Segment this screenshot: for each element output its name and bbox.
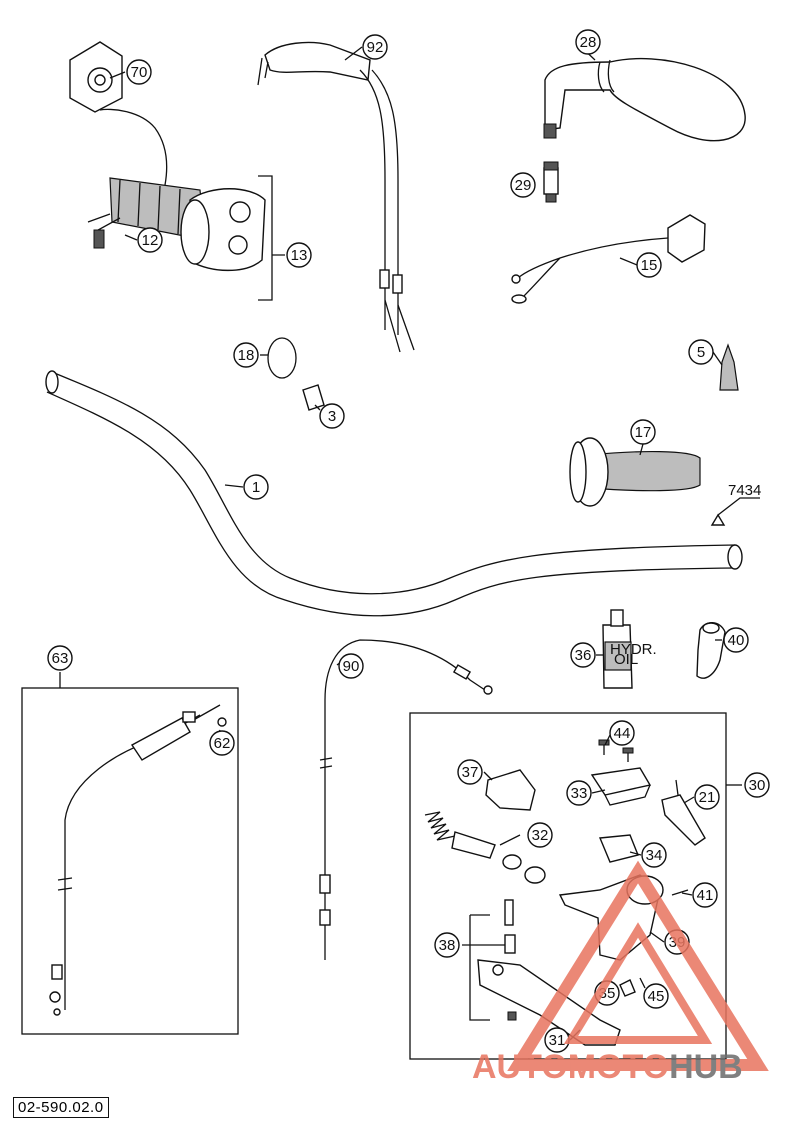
- sleeve: [302, 384, 325, 411]
- callout-21: 21: [694, 784, 720, 810]
- throttle-grip-assembly: [87, 177, 266, 271]
- svg-text:15: 15: [641, 257, 658, 274]
- watermark: AUTOMOTOHUB: [472, 860, 769, 1086]
- svg-text:38: 38: [439, 937, 456, 954]
- handlebar-clamp: [696, 622, 726, 679]
- callout-37: 37: [457, 759, 483, 785]
- callout-15: 15: [636, 252, 662, 278]
- watermark-part1: AUTOMOTO: [472, 1048, 669, 1086]
- svg-text:70: 70: [131, 64, 148, 81]
- callout-34: 34: [641, 842, 667, 868]
- mirror-adapter: [543, 161, 559, 203]
- bottle-label-line2: OIL: [614, 651, 638, 668]
- callout-31: 31: [544, 1027, 570, 1053]
- svg-text:29: 29: [515, 177, 532, 194]
- svg-text:63: 63: [52, 650, 69, 667]
- watermark-text: AUTOMOTOHUB: [472, 1048, 743, 1086]
- callout-45: 45: [643, 983, 669, 1009]
- callout-5: 5: [688, 339, 714, 365]
- svg-text:90: 90: [343, 658, 360, 675]
- svg-text:34: 34: [646, 847, 663, 864]
- hydraulic-oil-bottle: HYDR. OIL: [602, 609, 657, 689]
- svg-text:1: 1: [252, 479, 260, 496]
- svg-text:18: 18: [238, 347, 255, 364]
- callout-30: 30: [744, 772, 770, 798]
- svg-text:17: 17: [635, 424, 652, 441]
- svg-text:36: 36: [575, 647, 592, 664]
- callout-13: 13: [286, 242, 312, 268]
- callout-17: 17: [630, 419, 656, 445]
- svg-text:28: 28: [580, 34, 597, 51]
- callout-70: 70: [126, 59, 152, 85]
- svg-text:37: 37: [462, 764, 479, 781]
- svg-text:62: 62: [214, 735, 231, 752]
- throttle-cables: [257, 41, 415, 353]
- handlebar: [45, 370, 743, 617]
- bottle-label-line1: HYDR.: [610, 641, 657, 658]
- svg-text:31: 31: [549, 1032, 566, 1049]
- callout-92: 92: [362, 34, 388, 60]
- callout-41: 41: [692, 882, 718, 908]
- throttle-sensor: [69, 41, 168, 186]
- tool-code: 7434: [728, 482, 761, 499]
- callout-18: 18: [233, 342, 259, 368]
- svg-text:21: 21: [699, 789, 716, 806]
- callout-40: 40: [723, 627, 749, 653]
- callout-33: 33: [566, 780, 592, 806]
- cable: [319, 639, 493, 960]
- svg-text:5: 5: [697, 344, 705, 361]
- callout-3: 3: [319, 403, 345, 429]
- svg-text:45: 45: [648, 988, 665, 1005]
- callout-38: 38: [434, 932, 460, 958]
- callout-62: 62: [209, 730, 235, 756]
- svg-text:3: 3: [328, 408, 336, 425]
- tool-7434: 7434: [710, 482, 761, 526]
- callout-1: 1: [243, 474, 269, 500]
- svg-text:33: 33: [571, 785, 588, 802]
- loctite-tube: [719, 343, 739, 391]
- svg-text:32: 32: [532, 827, 549, 844]
- clutch-cable-box: [21, 672, 239, 1035]
- callout-28: 28: [575, 29, 601, 55]
- grip: [569, 437, 701, 507]
- watermark-part2: HUB: [669, 1048, 743, 1086]
- callout-12: 12: [137, 227, 163, 253]
- callout-63: 63: [47, 645, 73, 671]
- svg-text:40: 40: [728, 632, 745, 649]
- callout-90: 90: [338, 653, 364, 679]
- callout-44: 44: [609, 720, 635, 746]
- callout-32: 32: [527, 822, 553, 848]
- mirror: [543, 57, 746, 142]
- svg-text:44: 44: [614, 725, 631, 742]
- svg-text:12: 12: [142, 232, 159, 249]
- svg-text:30: 30: [749, 777, 766, 794]
- callout-29: 29: [510, 172, 536, 198]
- svg-text:13: 13: [291, 247, 308, 264]
- svg-text:41: 41: [697, 887, 714, 904]
- document-number: 02-590.02.0: [13, 1097, 109, 1118]
- svg-text:92: 92: [367, 39, 384, 56]
- callout-36: 36: [570, 642, 596, 668]
- hose-clamp: [267, 337, 297, 379]
- kill-switch: [511, 214, 706, 304]
